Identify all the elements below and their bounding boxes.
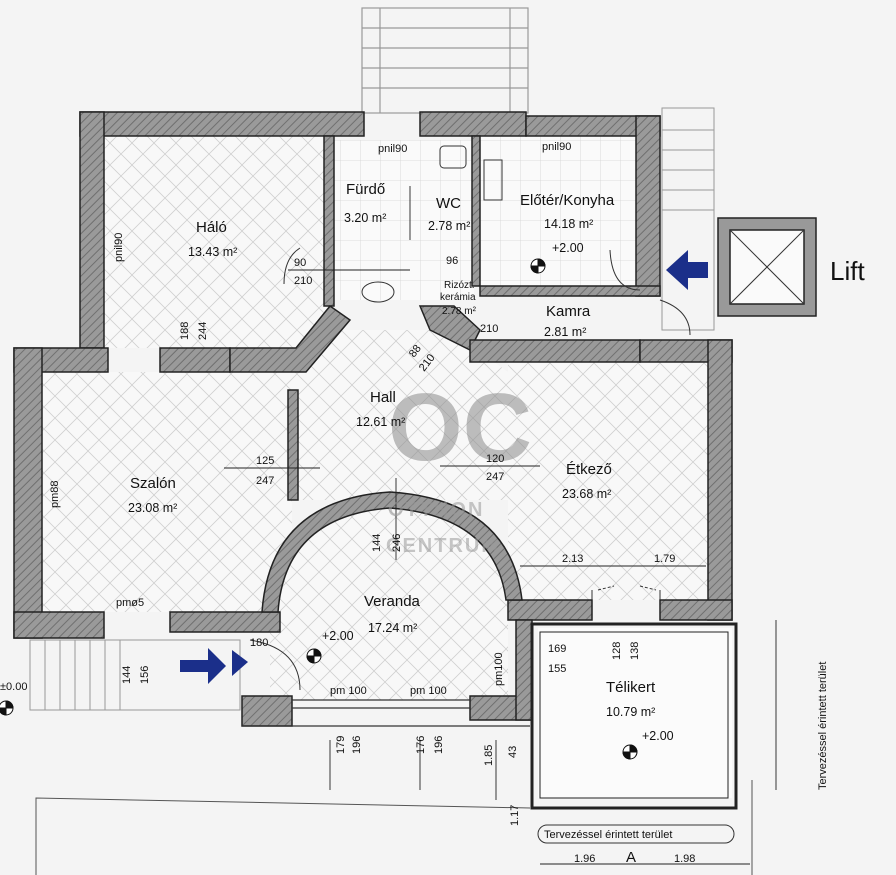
room-etkezo-area: 23.68 m² [562, 487, 611, 501]
toilet-icon [439, 145, 467, 169]
dim-144-hall: 144 [371, 534, 383, 552]
main-entrance-arrow-icon [180, 648, 226, 684]
dim-pnil90-bath: pnil90 [378, 143, 407, 155]
dimension-lines [224, 186, 777, 865]
entrance-arrows [180, 250, 708, 684]
entrance-stairs [29, 639, 241, 711]
room-eloter-area: 14.18 m² [544, 217, 593, 231]
dim-43: 43 [507, 746, 519, 758]
dim-247-etkezo: 247 [486, 471, 504, 483]
dim-188: 188 [179, 322, 191, 340]
room-halo-area: 13.43 m² [188, 245, 237, 259]
dim-244: 244 [197, 322, 209, 340]
watermark-line2: CENTRUM [386, 535, 500, 557]
room-wc-area: 2.78 m² [428, 219, 470, 233]
dim-180: 180 [250, 637, 268, 649]
dim-pm88: pm88 [49, 480, 61, 508]
ceramic-label-area: 2.78 m² [442, 306, 477, 317]
room-telikert-name: Télikert [606, 679, 656, 696]
dim-pm100-c: pm100 [493, 652, 505, 686]
affected-area-label-bottom: Tervezéssel érintett terület [544, 829, 672, 841]
walls [13, 111, 733, 727]
room-kamra-area: 2.81 m² [544, 325, 586, 339]
stove-icon [483, 159, 503, 201]
dim-138: 138 [629, 642, 641, 660]
dim-246: 246 [391, 534, 403, 552]
dim-155: 155 [548, 663, 566, 675]
other-labels: Lift Rizózt. kerámia 2.78 m² ±0.00 Terve… [0, 256, 865, 866]
top-terrace-steps [361, 7, 529, 114]
level-markers [0, 258, 638, 760]
dim-169: 169 [548, 643, 566, 655]
room-veranda-level: +2.00 [322, 629, 354, 643]
lift-label: Lift [830, 256, 865, 286]
affected-area-label-side: Tervezéssel érintett terület [817, 662, 829, 790]
dim-2-13: 2.13 [562, 553, 583, 565]
dim-pm100-a: pm 100 [330, 685, 367, 697]
dimension-labels: pnil90 pnil90 pnil90 90 210 96 210 188 2… [49, 141, 695, 865]
sink-icon [361, 281, 395, 303]
room-telikert-area: 10.79 m² [606, 705, 655, 719]
dim-144-stairs: 144 [121, 666, 133, 684]
lift-shaft [717, 217, 817, 317]
room-veranda-area: 17.24 m² [368, 621, 417, 635]
ceramic-label-line1: Rizózt. [444, 280, 475, 291]
dim-156: 156 [139, 666, 151, 684]
ground-level-label: ±0.00 [0, 681, 27, 693]
dim-1-98: 1.98 [674, 853, 695, 865]
dim-1-17: 1.17 [509, 805, 521, 826]
dim-96: 96 [446, 255, 458, 267]
site-outline [35, 780, 753, 875]
room-hall-area: 12.61 m² [356, 415, 405, 429]
dim-pm-szalon: pmø5 [116, 597, 144, 609]
room-telikert-level: +2.00 [642, 729, 674, 743]
room-etkezo-name: Étkező [566, 461, 612, 478]
door-swings [249, 247, 691, 691]
room-halo-name: Háló [196, 219, 227, 236]
room-hall-name: Hall [370, 389, 396, 406]
dim-90: 90 [294, 257, 306, 269]
dim-88: 88 [407, 343, 424, 360]
watermark: OC OTTHON CENTRUM [386, 374, 532, 557]
dim-1-79: 1.79 [654, 553, 675, 565]
ceramic-label-line2: kerámia [440, 292, 476, 303]
room-szalon-area: 23.08 m² [128, 501, 177, 515]
dim-179: 179 [335, 736, 347, 754]
dim-196-b: 196 [433, 736, 445, 754]
dim-210-kamra: 210 [480, 323, 498, 335]
section-mark: A [626, 849, 636, 866]
kitchen-entrance-arrow-icon [666, 250, 708, 290]
watermark-logo: OC [388, 374, 532, 481]
room-furdo-area: 3.20 m² [344, 211, 386, 225]
dim-176: 176 [415, 736, 427, 754]
room-veranda-name: Veranda [364, 593, 421, 610]
fixtures [361, 145, 503, 303]
dim-pnil90-kitchen: pnil90 [542, 141, 571, 153]
dim-120: 120 [486, 453, 504, 465]
room-eloter-name: Előtér/Konyha [520, 192, 615, 209]
dim-210-bath: 210 [294, 275, 312, 287]
dim-pm100-b: pm 100 [410, 685, 447, 697]
winter-garden-frame [530, 622, 738, 810]
dim-1-96: 1.96 [574, 853, 595, 865]
room-eloter-level: +2.00 [552, 241, 584, 255]
dim-1-85: 1.85 [483, 745, 495, 766]
dim-196-a: 196 [351, 736, 363, 754]
room-kamra-name: Kamra [546, 303, 591, 320]
room-wc-name: WC [436, 195, 461, 212]
veranda-rail [242, 699, 530, 727]
dim-pnil90-bedroom: pnil90 [113, 233, 125, 262]
affected-area-box [537, 824, 735, 844]
room-labels: Háló 13.43 m² Fürdő 3.20 m² WC 2.78 m² E… [128, 181, 674, 743]
dim-247-szalon: 247 [256, 475, 274, 487]
watermark-line1: OTTHON [388, 499, 484, 521]
right-exterior-stairs [661, 107, 715, 331]
room-furdo-name: Fürdő [346, 181, 385, 198]
floors [42, 136, 732, 798]
dim-125: 125 [256, 455, 274, 467]
room-szalon-name: Szalón [130, 475, 176, 492]
dim-128: 128 [611, 642, 623, 660]
